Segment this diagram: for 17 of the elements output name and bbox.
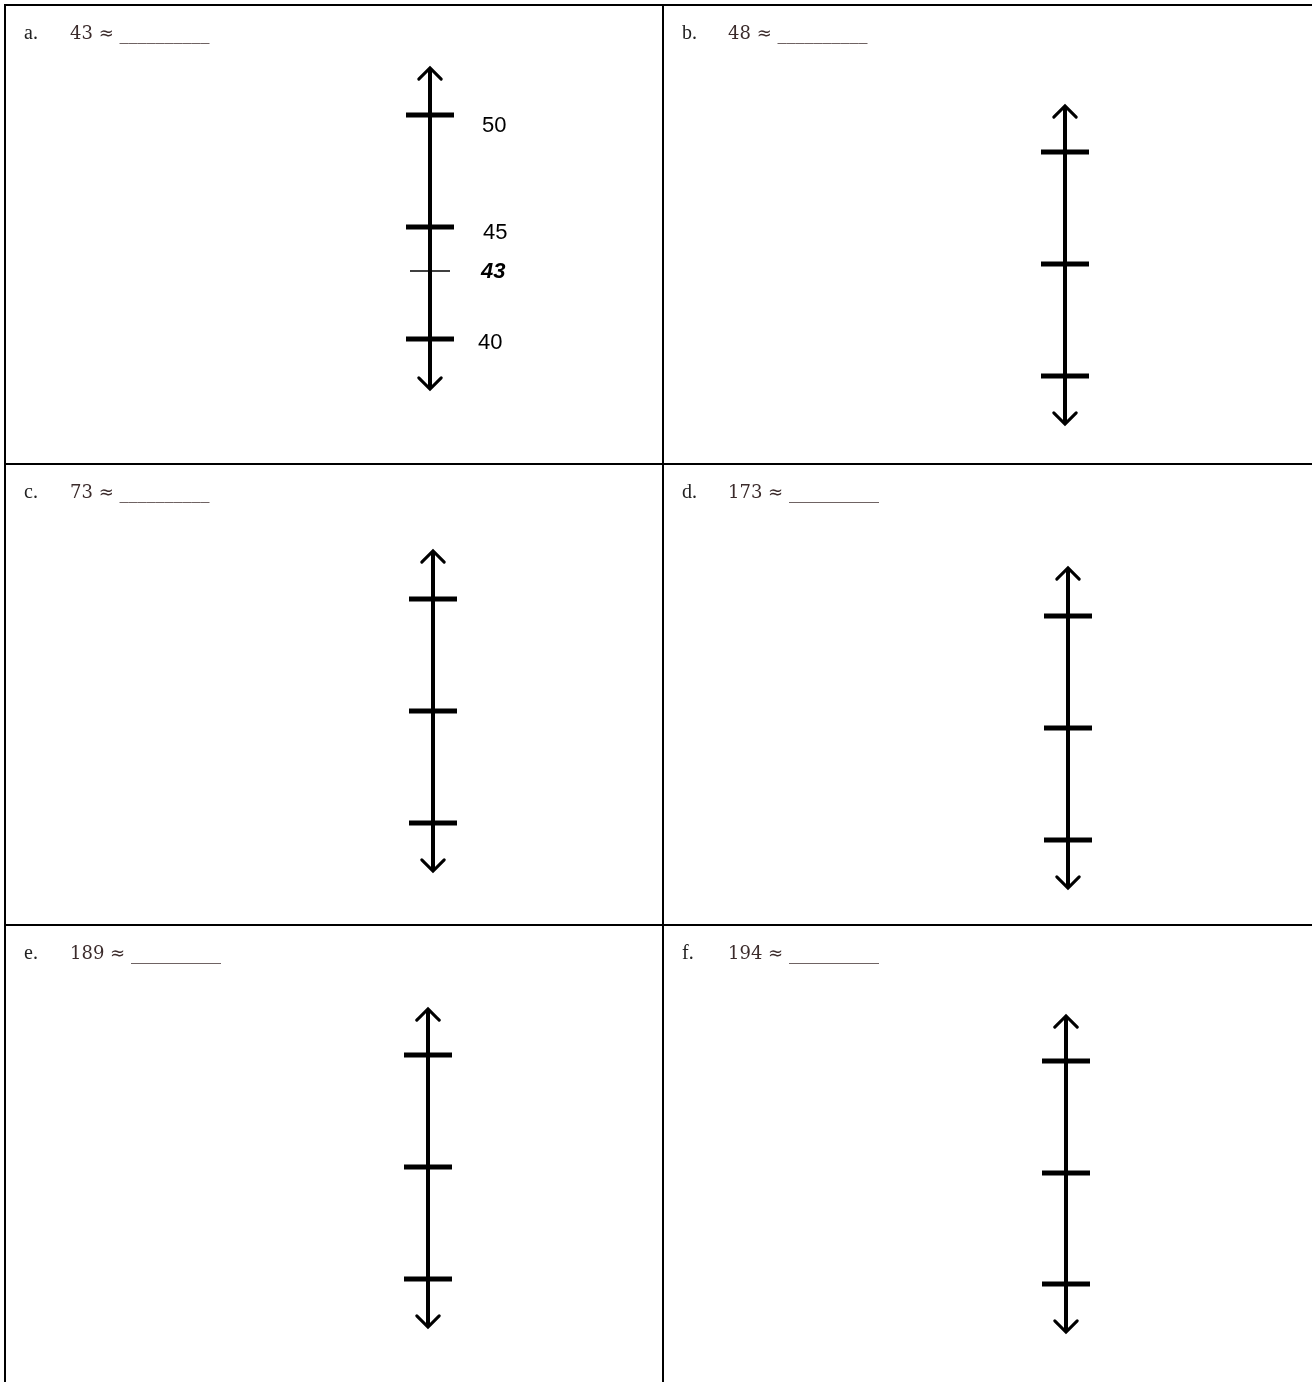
rounding-prompt: 73 ≈ __________ xyxy=(70,481,210,502)
item-letter: c. xyxy=(24,480,38,503)
tick-label: 40 xyxy=(478,329,503,355)
rounding-prompt: 43 ≈ __________ xyxy=(70,22,210,43)
rounding-prompt: 173 ≈ __________ xyxy=(728,481,879,502)
item-letter: e. xyxy=(24,941,38,964)
tick-label: 45 xyxy=(483,219,508,245)
tick-label: 50 xyxy=(482,112,507,138)
rounding-prompt: 194 ≈ __________ xyxy=(728,942,879,963)
item-letter: d. xyxy=(682,480,697,503)
item-letter: a. xyxy=(24,21,38,44)
rounding-prompt: 189 ≈ __________ xyxy=(70,942,221,963)
item-letter: f. xyxy=(682,941,694,964)
item-letter: b. xyxy=(682,21,697,44)
worksheet-cell xyxy=(4,4,664,465)
rounding-prompt: 48 ≈ __________ xyxy=(728,22,868,43)
tick-label: 43 xyxy=(481,258,506,284)
